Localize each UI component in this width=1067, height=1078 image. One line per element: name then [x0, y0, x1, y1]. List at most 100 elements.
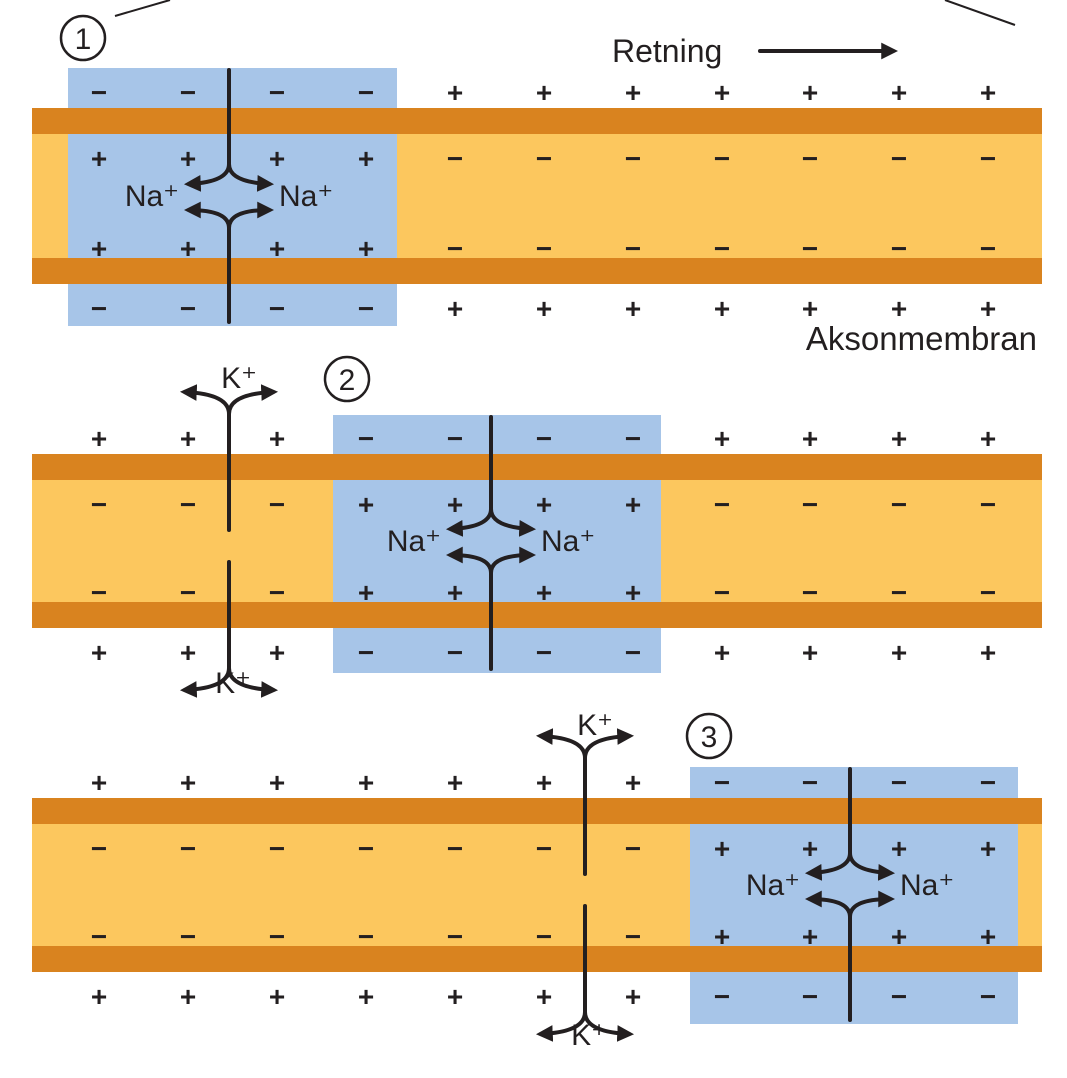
minus-sign: − — [802, 577, 818, 608]
plus-sign: + — [625, 293, 641, 324]
plus-sign: + — [536, 767, 552, 798]
sodium-ion-label: Na⁺ — [279, 180, 333, 213]
minus-sign: − — [625, 423, 641, 454]
minus-sign: − — [536, 233, 552, 264]
minus-sign: − — [625, 233, 641, 264]
zoom-line-left — [114, 0, 171, 17]
plus-sign: + — [180, 233, 196, 264]
plus-sign: + — [180, 423, 196, 454]
minus-sign: − — [91, 489, 107, 520]
minus-sign: − — [891, 577, 907, 608]
plus-sign: + — [91, 143, 107, 174]
sodium-ion-label: Na⁺ — [746, 869, 800, 902]
minus-sign: − — [358, 637, 374, 668]
membrane-top — [32, 454, 1042, 480]
minus-sign: − — [802, 981, 818, 1012]
plus-sign: + — [802, 637, 818, 668]
plus-sign: + — [269, 143, 285, 174]
plus-sign: + — [980, 423, 996, 454]
minus-sign: − — [180, 77, 196, 108]
minus-sign: − — [536, 423, 552, 454]
plus-sign: + — [447, 767, 463, 798]
plus-sign: + — [625, 577, 641, 608]
membrane-top — [32, 108, 1042, 134]
sodium-influx-arrow — [227, 162, 275, 192]
plus-sign: + — [714, 921, 730, 952]
minus-sign: − — [891, 981, 907, 1012]
plus-sign: + — [802, 77, 818, 108]
sodium-ion-label: Na⁺ — [387, 525, 441, 558]
minus-sign: − — [714, 577, 730, 608]
zoom-line-right — [944, 0, 1016, 26]
plus-sign: + — [980, 921, 996, 952]
depolarized-region — [333, 415, 661, 673]
minus-sign: − — [714, 767, 730, 798]
depolarized-region — [68, 68, 397, 326]
step-number: 2 — [339, 364, 356, 397]
plus-sign: + — [891, 423, 907, 454]
panel-3: +−−++−−++−−++−−++−−++−−++−−+−++−−++−−++−… — [32, 709, 1042, 1052]
plus-sign: + — [802, 833, 818, 864]
minus-sign: − — [802, 767, 818, 798]
potassium-ion-label: K⁺ — [571, 1019, 607, 1052]
sodium-ion-label: Na⁺ — [125, 180, 179, 213]
sodium-influx-arrow — [848, 851, 896, 881]
minus-sign: − — [358, 833, 374, 864]
minus-sign: − — [891, 143, 907, 174]
step-circle — [685, 712, 733, 760]
plus-sign: + — [447, 293, 463, 324]
minus-sign: − — [180, 293, 196, 324]
sodium-ion-label: Na⁺ — [541, 525, 595, 558]
plus-sign: + — [625, 767, 641, 798]
minus-sign: − — [91, 833, 107, 864]
minus-sign: − — [714, 143, 730, 174]
minus-sign: − — [802, 143, 818, 174]
plus-sign: + — [447, 577, 463, 608]
plus-sign: + — [447, 77, 463, 108]
plus-sign: + — [980, 833, 996, 864]
plus-sign: + — [91, 767, 107, 798]
plus-sign: + — [269, 767, 285, 798]
minus-sign: − — [891, 233, 907, 264]
minus-sign: − — [91, 293, 107, 324]
plus-sign: + — [980, 637, 996, 668]
minus-sign: − — [269, 833, 285, 864]
plus-sign: + — [714, 77, 730, 108]
minus-sign: − — [358, 423, 374, 454]
plus-sign: + — [180, 637, 196, 668]
plus-sign: + — [180, 767, 196, 798]
plus-sign: + — [269, 423, 285, 454]
plus-sign: + — [358, 577, 374, 608]
plus-sign: + — [891, 833, 907, 864]
minus-sign: − — [536, 143, 552, 174]
minus-sign: − — [891, 489, 907, 520]
sodium-influx-arrow — [489, 507, 537, 537]
sodium-influx-arrow — [489, 546, 537, 575]
sodium-influx-arrow — [227, 201, 275, 230]
minus-sign: − — [980, 577, 996, 608]
minus-sign: − — [536, 921, 552, 952]
plus-sign: + — [91, 981, 107, 1012]
plus-sign: + — [714, 833, 730, 864]
membrane-bottom — [32, 258, 1042, 284]
plus-sign: + — [358, 233, 374, 264]
membrane-bottom — [32, 602, 1042, 628]
minus-sign: − — [447, 233, 463, 264]
potassium-ion-label: K⁺ — [221, 362, 257, 395]
potassium-efflux-arrow — [227, 384, 279, 416]
minus-sign: − — [625, 833, 641, 864]
plus-sign: + — [625, 489, 641, 520]
step-circle — [323, 355, 371, 403]
minus-sign: − — [980, 489, 996, 520]
minus-sign: − — [447, 833, 463, 864]
panel-2: +−−++−−++−−+−++−−++−−++−−++−+−−++−−++−−+… — [32, 355, 1042, 700]
plus-sign: + — [891, 637, 907, 668]
minus-sign: − — [447, 637, 463, 668]
minus-sign: − — [980, 143, 996, 174]
plus-sign: + — [980, 77, 996, 108]
minus-sign: − — [447, 143, 463, 174]
membrane-bottom — [32, 946, 1042, 972]
step-number: 1 — [75, 23, 92, 56]
